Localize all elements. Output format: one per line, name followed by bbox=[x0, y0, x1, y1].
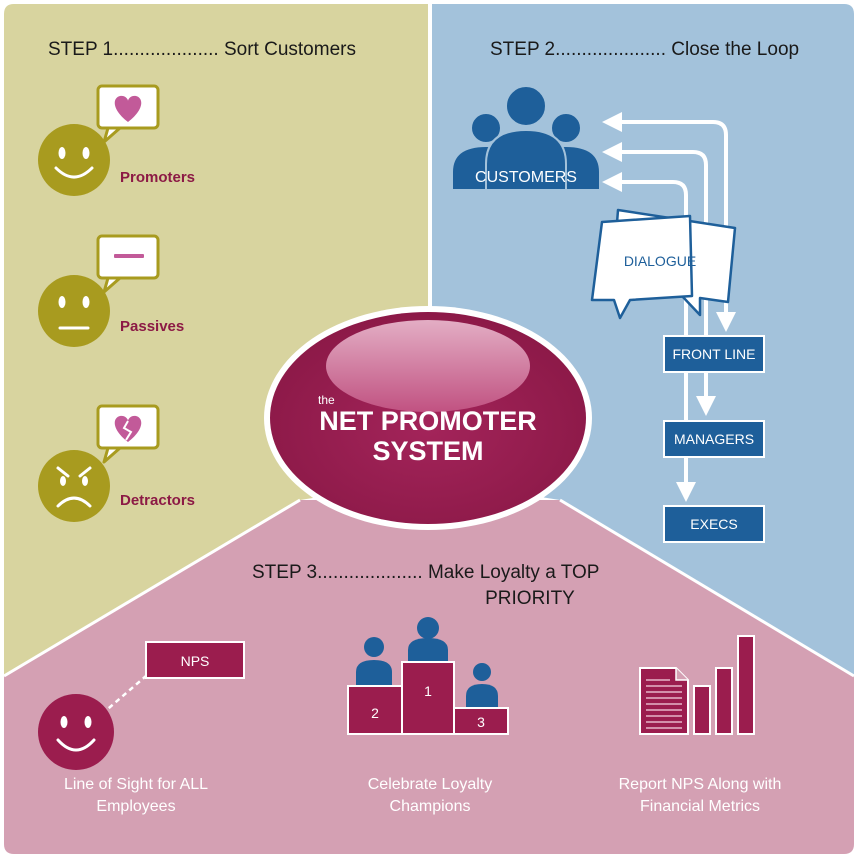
detractors-label: Detractors bbox=[120, 492, 195, 509]
step1-panel bbox=[4, 4, 428, 676]
center-oval: the NET PROMOTER SYSTEM bbox=[264, 306, 592, 530]
nps-badge bbox=[145, 641, 245, 679]
podium-third-number: 3 bbox=[477, 714, 485, 730]
caption-report-1: Report NPS Along with bbox=[619, 776, 782, 793]
passive-group: Passives bbox=[38, 234, 184, 347]
dialogue-label: DIALOGUE bbox=[624, 253, 696, 269]
line-of-sight-item: NPS Line of Sight for ALL Employees bbox=[38, 641, 245, 815]
managers-label: MANAGERS bbox=[674, 431, 754, 447]
sad-face-icon bbox=[38, 450, 110, 522]
customers-icon: CUSTOMERS bbox=[451, 85, 601, 191]
detractor-group: Detractors bbox=[38, 404, 195, 522]
person-icon bbox=[466, 663, 498, 708]
podium-first bbox=[401, 661, 455, 735]
podium-second bbox=[347, 685, 403, 735]
podium-second-number: 2 bbox=[371, 705, 379, 721]
step1-heading: STEP 1.................... Sort Customer… bbox=[48, 39, 356, 60]
speech-bubble-heart-icon bbox=[96, 84, 160, 144]
front-line-label: FRONT LINE bbox=[673, 346, 756, 362]
report-item: Report NPS Along with Financial Metrics bbox=[619, 635, 782, 815]
step3-heading-line2: PRIORITY bbox=[485, 588, 575, 609]
sight-line bbox=[101, 675, 147, 715]
podium-first-number: 1 bbox=[424, 683, 432, 699]
center-title-the: the bbox=[318, 393, 335, 407]
dialogue-bubble-icon: DIALOGUE bbox=[590, 208, 737, 320]
caption-line-of-sight-1: Line of Sight for ALL bbox=[64, 776, 208, 793]
divider-left bbox=[3, 498, 301, 678]
bar-chart-icon bbox=[693, 635, 755, 735]
level-execs: EXECS bbox=[663, 505, 765, 543]
document-icon bbox=[639, 667, 689, 735]
neutral-face-icon bbox=[38, 275, 110, 347]
level-managers: MANAGERS bbox=[663, 420, 765, 458]
person-icon bbox=[408, 617, 448, 662]
step2-heading: STEP 2..................... Close the Lo… bbox=[490, 39, 799, 60]
caption-line-of-sight-2: Employees bbox=[96, 798, 175, 815]
caption-report-2: Financial Metrics bbox=[640, 798, 760, 815]
speech-bubble-dash-icon bbox=[96, 234, 160, 294]
center-title-line1: NET PROMOTER bbox=[319, 406, 537, 436]
happy-face-icon bbox=[38, 124, 110, 196]
customers-label: CUSTOMERS bbox=[475, 169, 577, 186]
promoter-group: Promoters bbox=[38, 84, 195, 196]
level-front-line: FRONT LINE bbox=[663, 335, 765, 373]
step3-heading-line1: STEP 3.................... Make Loyalty … bbox=[252, 562, 599, 583]
caption-celebrate-1: Celebrate Loyalty bbox=[368, 776, 493, 793]
center-title-line2: SYSTEM bbox=[372, 436, 483, 466]
smiley-face-icon bbox=[38, 694, 114, 770]
execs-label: EXECS bbox=[690, 516, 737, 532]
podium-third bbox=[453, 707, 509, 735]
divider-right bbox=[559, 498, 855, 678]
caption-celebrate-2: Champions bbox=[390, 798, 471, 815]
promoters-label: Promoters bbox=[120, 169, 195, 186]
podium-item: 2 1 3 Celebrate Loyalty Champions bbox=[347, 617, 509, 815]
oval-gloss-highlight bbox=[326, 320, 530, 412]
nps-label: NPS bbox=[181, 653, 210, 669]
person-icon bbox=[356, 637, 392, 686]
speech-bubble-broken-heart-icon bbox=[96, 404, 160, 464]
passives-label: Passives bbox=[120, 318, 184, 335]
